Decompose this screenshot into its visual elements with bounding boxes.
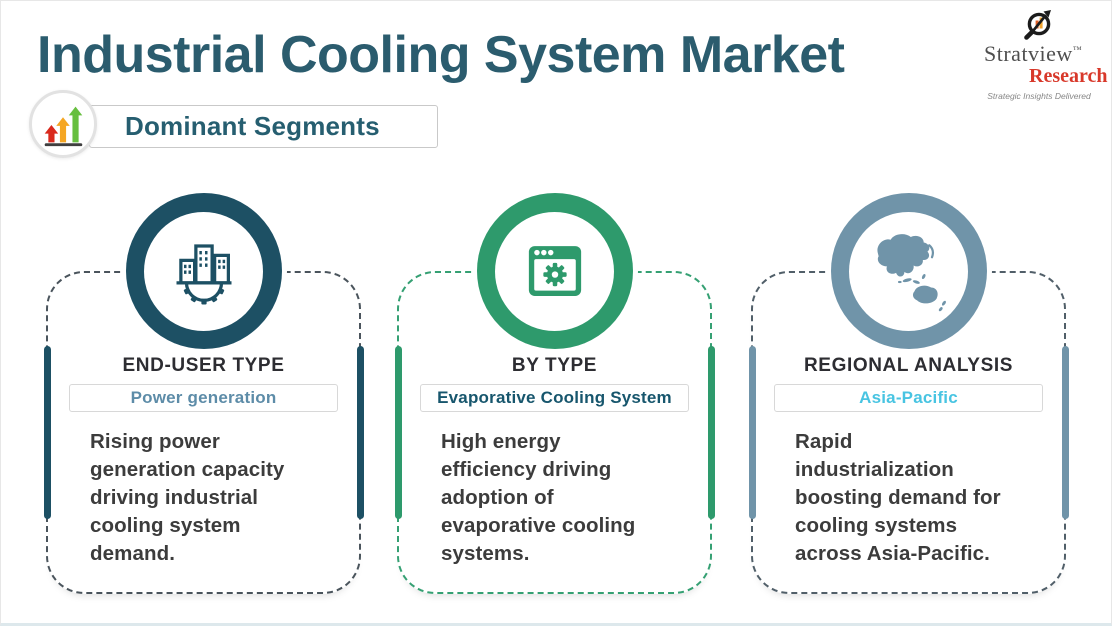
logo-brand-name: Stratview™ (984, 41, 1083, 66)
card-description: Rising power generation capacity driving… (90, 430, 285, 565)
card-end-user-type: END-USER TYPE Power generation Rising po… (43, 193, 364, 594)
page-title: Industrial Cooling System Market (37, 26, 845, 84)
banner-label: Dominant Segments (125, 111, 380, 141)
card-icon-ring (476, 193, 633, 349)
card-icon-ring (830, 193, 987, 349)
growth-arrows-icon (44, 106, 83, 147)
card-by-type: BY TYPE Evaporative Cooling System High … (394, 193, 715, 594)
card-category-label: END-USER TYPE (122, 355, 285, 376)
app-window-gear-icon (528, 246, 581, 296)
stratview-research-logo: Stratview™ Research Strategic Insights D… (951, 7, 1108, 109)
magnifier-chart-icon (1024, 10, 1051, 40)
card-accent-bar (1061, 346, 1069, 519)
logo-tagline: Strategic Insights Delivered (987, 91, 1091, 101)
card-accent-bar (707, 346, 715, 519)
card-accent-bar (356, 346, 364, 519)
trademark-symbol: ™ (1072, 44, 1083, 55)
card-icon-ring (125, 193, 282, 349)
card-accent-bar (394, 346, 402, 519)
logo-brand-subname: Research (1029, 65, 1108, 87)
asia-pacific-map-icon (876, 234, 946, 312)
dominant-segment-box: Power generation (69, 384, 338, 412)
card-accent-bar (43, 346, 51, 519)
card-category-label: BY TYPE (511, 355, 598, 376)
card-category-label: REGIONAL ANALYSIS (803, 355, 1014, 376)
dominant-segment-value: Asia-Pacific (859, 388, 958, 407)
card-description: High energy efficiency driving adoption … (441, 430, 636, 565)
card-accent-bar (748, 346, 756, 519)
growth-arrows-badge (29, 90, 97, 158)
industry-buildings-gear-icon (176, 244, 231, 305)
dominant-segment-box: Asia-Pacific (774, 384, 1043, 412)
dominant-segment-box: Evaporative Cooling System (420, 384, 689, 412)
dominant-segments-banner: Dominant Segments (89, 105, 438, 148)
dominant-segment-value: Evaporative Cooling System (437, 388, 672, 407)
dominant-segment-value: Power generation (130, 388, 277, 407)
card-regional-analysis: REGIONAL ANALYSIS Asia-Pacific Rapid ind… (748, 193, 1069, 594)
card-description: Rapid industrialization boosting demand … (795, 430, 1001, 565)
